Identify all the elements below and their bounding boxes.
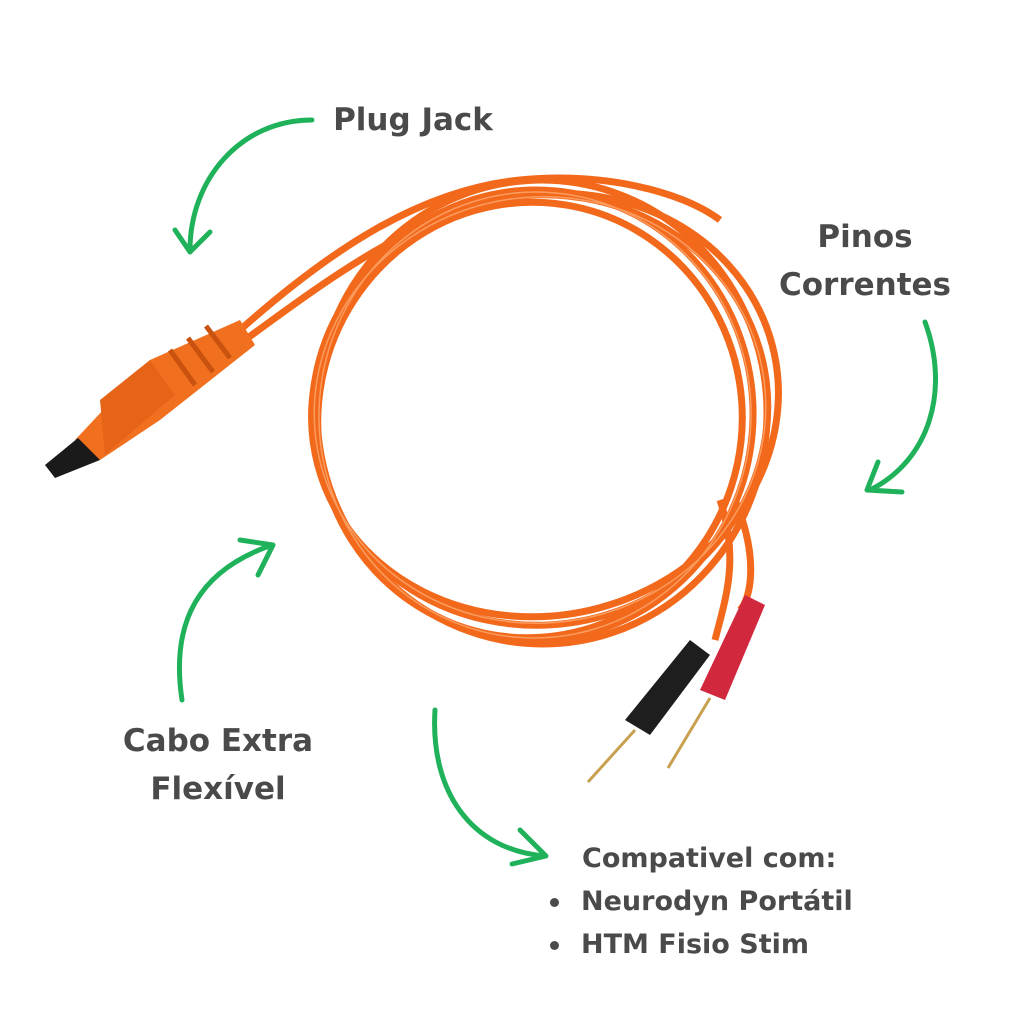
bullet-icon	[550, 898, 559, 907]
cable-highlight	[313, 191, 767, 639]
compatibility-heading: Compativel com:	[582, 843, 837, 874]
cable-label-line1: Cabo Extra	[122, 723, 314, 759]
compatibility-item-text: Neurodyn Portátil	[581, 886, 853, 917]
compatibility-item-text: HTM Fisio Stim	[581, 929, 809, 960]
bullet-icon	[550, 941, 559, 950]
arrow-compat	[432, 707, 548, 859]
red-pin-plug	[666, 595, 765, 769]
plug-jack-label: Plug Jack	[333, 102, 493, 138]
cable-coil	[237, 174, 782, 648]
cable-label: Cabo Extra Flexível	[123, 717, 313, 813]
arrow-plug-jack	[187, 117, 315, 253]
black-pin-plug	[586, 640, 710, 784]
compatibility-item: Neurodyn Portátil	[550, 880, 853, 923]
compatibility-item: HTM Fisio Stim	[550, 923, 853, 966]
arrow-cable	[176, 542, 275, 703]
pins-label-line1: Pinos	[817, 219, 913, 255]
compatibility-list: Compativel com: Neurodyn Portátil HTM Fi…	[550, 837, 853, 966]
pins-label-line2: Correntes	[778, 267, 952, 303]
plug-jack-connector	[45, 320, 255, 478]
pins-label: Pinos Correntes	[779, 213, 951, 309]
cable-label-line2: Flexível	[150, 771, 286, 807]
arrow-pins	[867, 319, 938, 493]
arrows	[172, 117, 938, 867]
